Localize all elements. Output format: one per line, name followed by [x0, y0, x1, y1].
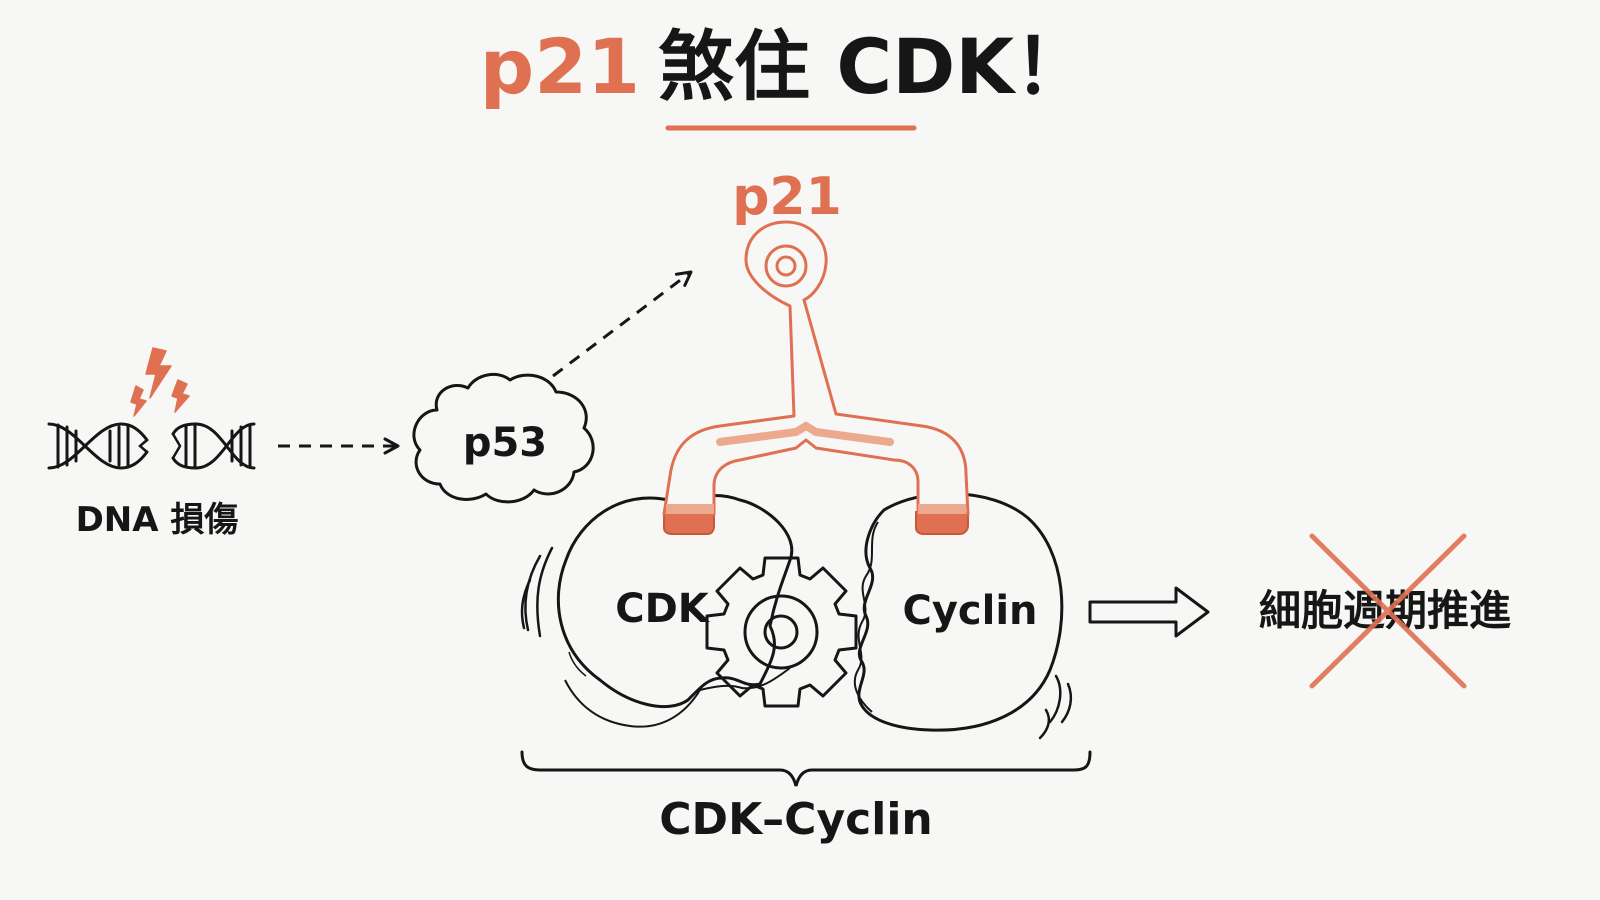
arrow-p53-to-p21 — [552, 270, 693, 378]
cyclin-protein: Cyclin — [853, 492, 1064, 732]
p21-label: p21 — [732, 167, 842, 227]
title-rest: 煞住 CDK！ — [658, 22, 1090, 111]
lightning-bolt-icon — [130, 347, 190, 417]
p21-clamp-left-foot — [663, 511, 715, 535]
complex-brace — [520, 750, 1092, 787]
p21-clamp-foot-shading — [666, 504, 966, 514]
arrow-to-cell-cycle — [1088, 586, 1210, 638]
broken-dna-helix-icon — [47, 422, 256, 470]
p53-cloud-shape — [412, 372, 595, 504]
cdk-label: CDK — [615, 586, 711, 632]
p21-clamp-body — [662, 220, 970, 516]
red-x-icon — [1309, 533, 1467, 689]
title-highlight: p21 — [480, 22, 640, 111]
p21-pivot-center — [775, 255, 797, 277]
p21-pivot-ring — [764, 244, 808, 288]
cyclin-label: Cyclin — [902, 588, 1037, 634]
p21-clamp — [662, 220, 970, 535]
cdk-protein: CDK — [556, 494, 794, 728]
gear-icon — [705, 556, 858, 708]
cyclin-inner-outline — [853, 521, 879, 713]
cdk-shadow-outline — [564, 667, 791, 728]
dna-damage-label: DNA 損傷 — [76, 500, 239, 540]
complex-label: CDK–Cyclin — [659, 794, 932, 845]
cyclin-body — [857, 492, 1064, 732]
motion-lines — [520, 546, 1073, 740]
p21-clamp-right-foot — [915, 511, 969, 535]
p53-label: p53 — [463, 420, 547, 466]
p21-clamp-bar-highlight — [716, 421, 894, 446]
cdk-body — [556, 494, 794, 708]
